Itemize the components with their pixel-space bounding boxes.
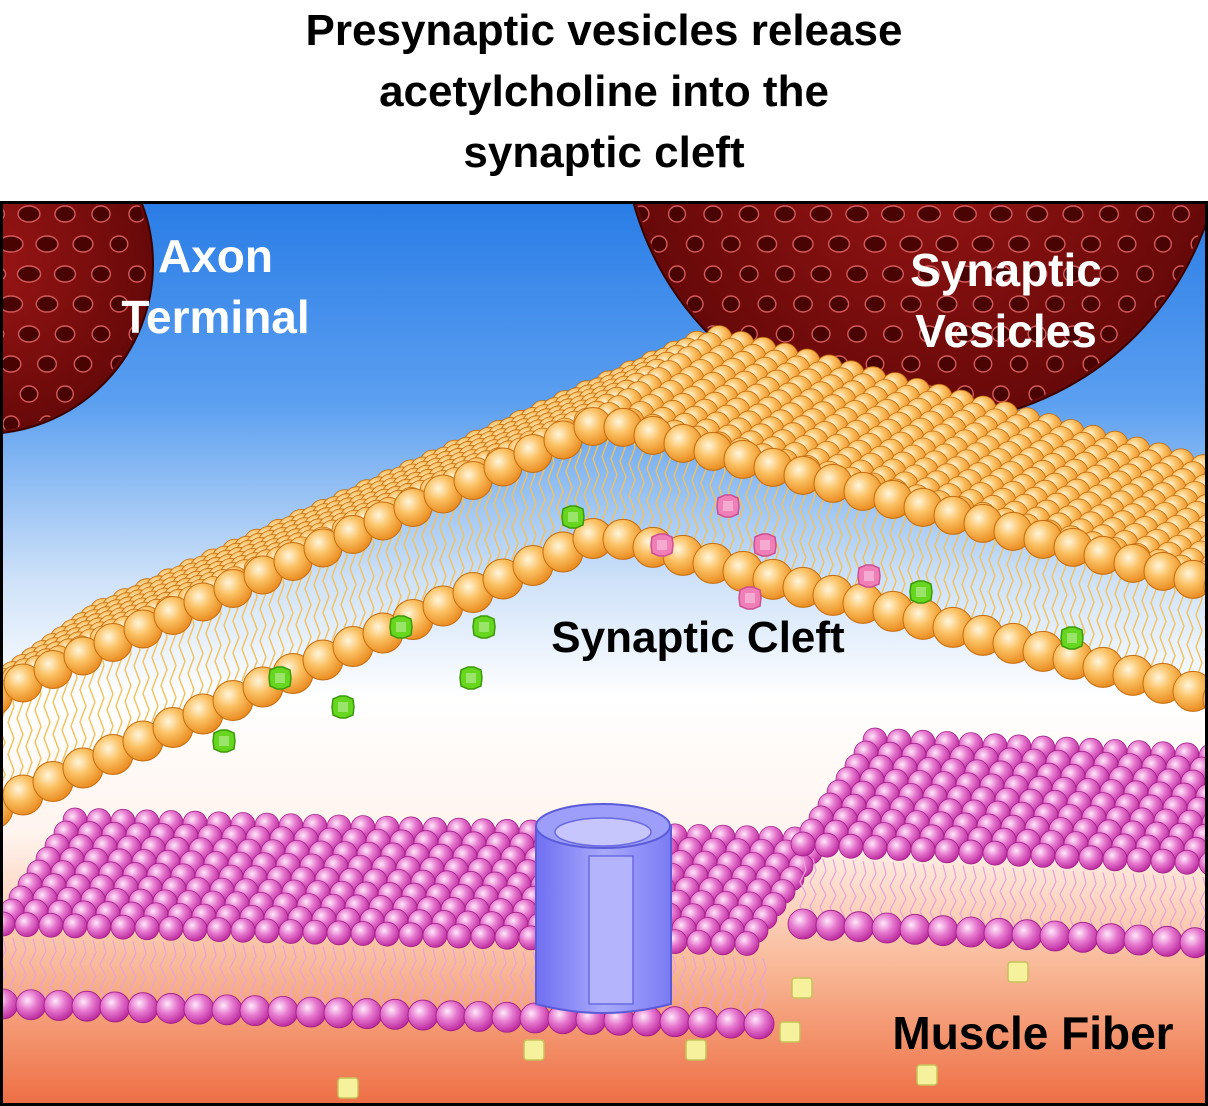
acetylcholine-green-8 — [1060, 626, 1084, 650]
acetylcholine-pink-4 — [738, 586, 762, 610]
ion-1 — [1007, 961, 1029, 983]
postsynaptic-right-slab — [787, 727, 1205, 959]
ion-channel — [535, 803, 672, 1014]
synapse-illustration: Axon Terminal Synaptic Vesicles Synaptic… — [0, 201, 1208, 1106]
synaptic-cleft-label: Synaptic Cleft — [551, 613, 845, 662]
presynaptic-front-heads — [3, 407, 1205, 714]
acetylcholine-molecules — [212, 494, 1084, 753]
figure-title: Presynaptic vesicles release acetylcholi… — [0, 0, 1208, 200]
acetylcholine-green-1 — [389, 615, 413, 639]
ion-particles — [337, 961, 1029, 1099]
acetylcholine-green-7 — [909, 580, 933, 604]
vesicle-body — [3, 204, 154, 434]
presynaptic-membrane — [3, 325, 1205, 827]
axon-label-line-1: Axon — [158, 230, 273, 282]
title-line-2: acetylcholine into the — [379, 67, 829, 116]
channel-opening — [554, 817, 652, 847]
acetylcholine-pink-0 — [716, 494, 740, 518]
synapse-drawing — [3, 204, 1205, 1103]
acetylcholine-pink-2 — [753, 533, 777, 557]
vesicles-label-line-2: Vesicles — [915, 305, 1097, 357]
axon-label-line-2: Terminal — [121, 291, 310, 343]
title-line-3: synaptic cleft — [463, 128, 745, 177]
acetylcholine-green-4 — [459, 666, 483, 690]
ion-4 — [685, 1039, 707, 1061]
acetylcholine-pink-1 — [650, 533, 674, 557]
ion-5 — [916, 1064, 938, 1086]
acetylcholine-green-2 — [472, 615, 496, 639]
ion-3 — [523, 1039, 545, 1061]
synaptic-vesicles-label: Synaptic Vesicles — [871, 240, 1141, 362]
acetylcholine-green-6 — [212, 729, 236, 753]
postsynaptic-right-slab-tails — [799, 857, 1205, 937]
title-line-1: Presynaptic vesicles release — [305, 6, 903, 55]
channel-pore — [588, 855, 634, 1005]
ion-6 — [337, 1077, 359, 1099]
ion-0 — [791, 977, 813, 999]
acetylcholine-pink-3 — [857, 564, 881, 588]
vesicle-left — [3, 204, 154, 434]
acetylcholine-green-3 — [268, 666, 292, 690]
acetylcholine-green-5 — [331, 695, 355, 719]
muscle-fiber-label: Muscle Fiber — [892, 1007, 1174, 1059]
acetylcholine-green-0 — [561, 505, 585, 529]
ion-2 — [779, 1021, 801, 1043]
axon-terminal-label: Axon Terminal — [98, 226, 333, 348]
vesicles-label-line-1: Synaptic — [910, 244, 1102, 296]
